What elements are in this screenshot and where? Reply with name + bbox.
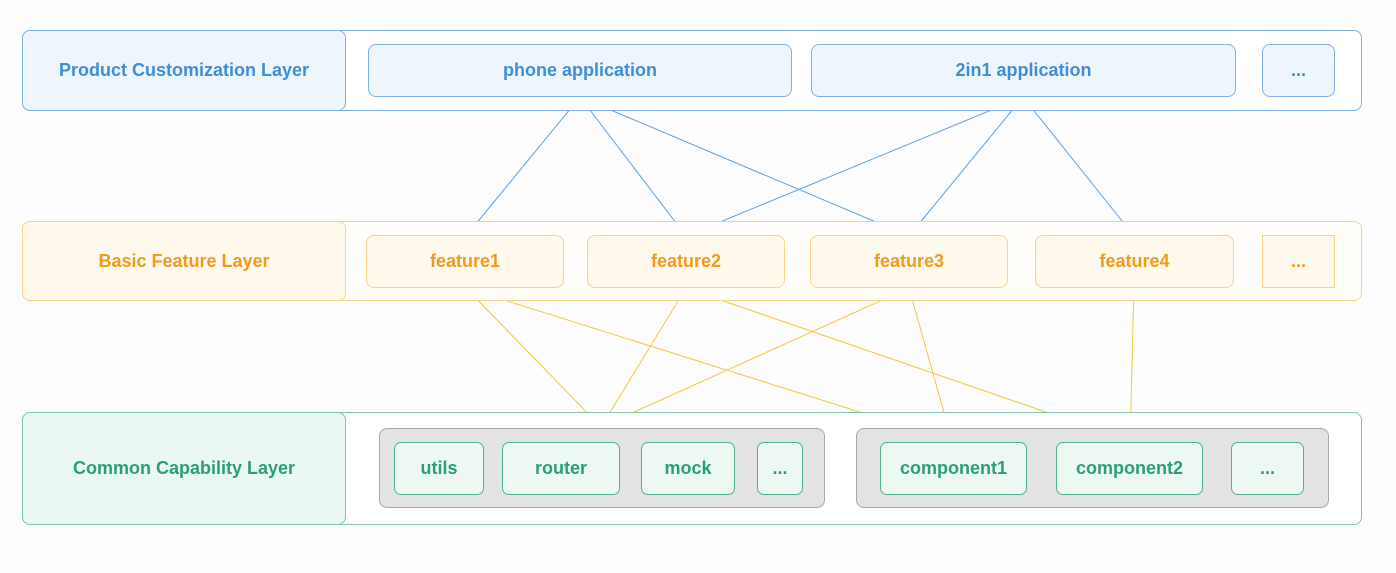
- edge-2in1-feature3: [907, 96, 1024, 238]
- edge-2in1-feature4: [1022, 96, 1136, 238]
- utils-node[interactable]: utils: [394, 442, 484, 495]
- group1-more-node[interactable]: ...: [757, 442, 803, 495]
- 2in1-application-node[interactable]: 2in1 application: [811, 44, 1236, 97]
- feature-more-node[interactable]: ...: [1262, 235, 1335, 288]
- component2-node[interactable]: component2: [1056, 442, 1203, 495]
- edge-feature1-group1: [465, 287, 603, 429]
- edge-phone-feature1: [464, 96, 581, 238]
- feature3-node[interactable]: feature3: [810, 235, 1008, 288]
- edge-feature2-group1: [599, 287, 687, 429]
- feature-layer-label: Basic Feature Layer: [22, 221, 346, 301]
- phone-application-node[interactable]: phone application: [368, 44, 792, 97]
- component1-node[interactable]: component1: [880, 442, 1027, 495]
- router-node[interactable]: router: [502, 442, 620, 495]
- product-layer-label: Product Customization Layer: [22, 30, 346, 111]
- mock-node[interactable]: mock: [641, 442, 735, 495]
- edge-phone-feature3: [579, 96, 911, 238]
- product-more-node[interactable]: ...: [1262, 44, 1335, 97]
- feature1-node[interactable]: feature1: [366, 235, 564, 288]
- edge-phone-feature2: [579, 96, 688, 238]
- common-layer-label: Common Capability Layer: [22, 412, 346, 525]
- feature2-node[interactable]: feature2: [587, 235, 785, 288]
- edge-feature3-group1: [599, 287, 910, 429]
- edge-2in1-feature2: [684, 96, 1024, 238]
- feature4-node[interactable]: feature4: [1035, 235, 1234, 288]
- group2-more-node[interactable]: ...: [1231, 442, 1304, 495]
